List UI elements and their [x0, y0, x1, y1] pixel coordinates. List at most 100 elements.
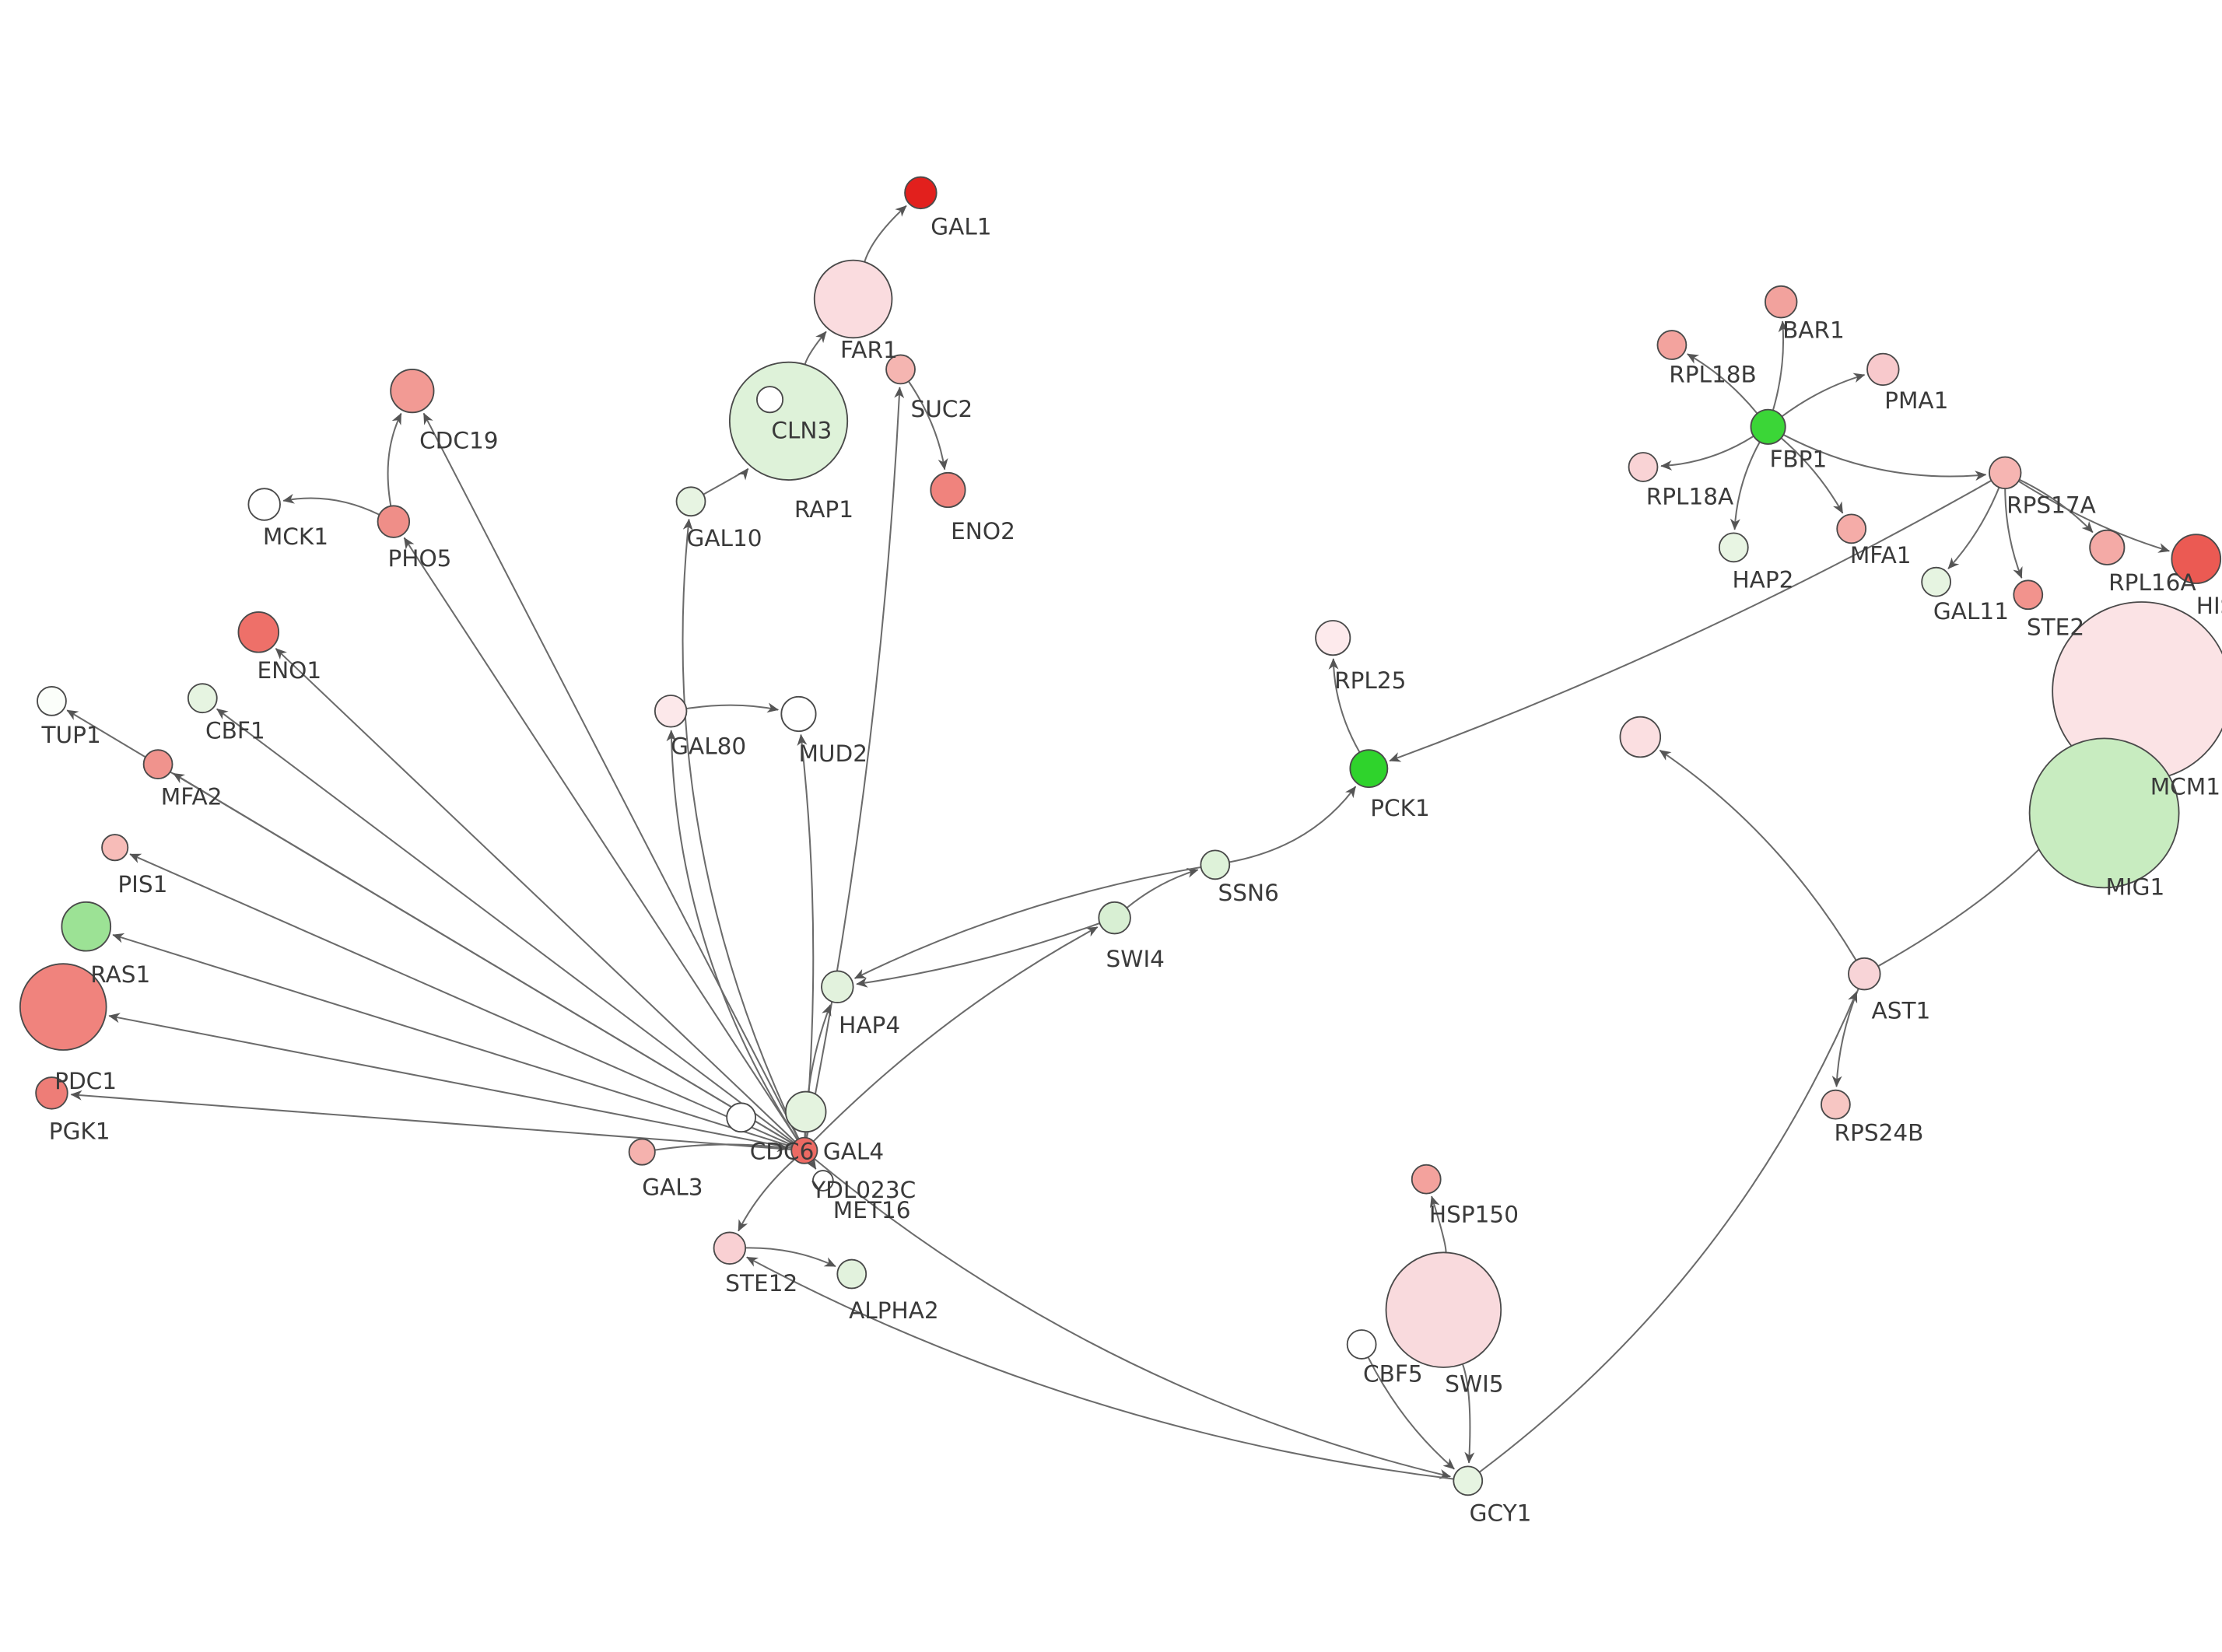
edge-fbp1-rpl18a[interactable] [1660, 435, 1754, 471]
node-pma1[interactable] [1866, 352, 1900, 387]
edge-gal4-gcy1[interactable] [813, 1157, 1452, 1479]
edge-rps17a-rpl16a[interactable] [2019, 478, 2094, 534]
edge-gal4-ste12[interactable] [738, 1158, 796, 1232]
node-mfa1[interactable] [1836, 513, 1867, 544]
edge-swi5-hsp150[interactable] [1429, 1195, 1447, 1253]
edge-gal4-pdc1[interactable] [108, 1013, 792, 1150]
node-alpha2[interactable] [836, 1258, 867, 1290]
node-ste12[interactable] [713, 1231, 747, 1265]
node-met16[interactable] [812, 1170, 834, 1192]
edge-rps17a-gal11[interactable] [1947, 487, 2000, 569]
edge-ssn6-hap4[interactable] [853, 866, 1201, 979]
edge-gal80-mud2[interactable] [686, 702, 780, 713]
node-gal4[interactable] [790, 1136, 818, 1164]
edge-fbp1-rps17a[interactable] [1782, 434, 1987, 481]
node-rap1[interactable] [756, 386, 784, 414]
edge-rps17a-his4[interactable] [2017, 480, 2171, 553]
node-his4[interactable] [2171, 534, 2222, 584]
node-ast1[interactable] [1848, 957, 1881, 991]
edge-gal4-suc2[interactable] [805, 387, 905, 1139]
node-gal11[interactable] [1921, 566, 1951, 597]
edge-rps17a-pck1[interactable] [1389, 479, 1992, 762]
node-rpl18b[interactable] [1656, 330, 1688, 360]
edge-gal4-pgk1[interactable] [70, 1090, 792, 1150]
edge-gcy1-ste12[interactable] [746, 1256, 1454, 1480]
node-gal10[interactable] [675, 486, 706, 517]
edge-far1-gal1[interactable] [864, 205, 907, 263]
node-gal3[interactable] [628, 1138, 656, 1166]
edge-fbp1-pma1[interactable] [1781, 373, 1866, 418]
edge-fbp1-mfa1[interactable] [1780, 437, 1844, 514]
node-gal1[interactable] [904, 176, 938, 210]
node-pgk1[interactable] [35, 1076, 68, 1110]
node-bar1[interactable] [1765, 285, 1798, 319]
edge-ste12-alpha2[interactable] [745, 1247, 836, 1268]
node-fbp1[interactable] [1750, 408, 1786, 445]
node-rps24b[interactable] [1821, 1089, 1851, 1120]
node-hsp150[interactable] [1411, 1164, 1442, 1195]
edge-gal4-gal10[interactable] [682, 518, 800, 1139]
node-pho5[interactable] [377, 505, 411, 538]
node-rpl25[interactable] [1315, 620, 1351, 656]
node-gal80[interactable] [654, 695, 688, 728]
node-swi5[interactable] [1385, 1251, 1502, 1368]
node-rps17a[interactable] [1989, 456, 2022, 490]
node-tup1[interactable] [37, 686, 67, 716]
edge-gal4-eno1[interactable] [275, 648, 796, 1143]
node-pis1[interactable] [101, 834, 129, 862]
node-cbf1[interactable] [187, 683, 218, 714]
edge-rps17a-ste2[interactable] [2004, 488, 2023, 579]
edge-cbf5-gcy1[interactable] [1367, 1356, 1455, 1470]
edge-gal4-gal80[interactable] [666, 730, 798, 1140]
node-ste2[interactable] [2013, 579, 2044, 611]
edge-gcy1-ast1[interactable] [1478, 991, 1858, 1473]
node-mfa2[interactable] [142, 749, 173, 779]
node-rpl16a[interactable] [2089, 529, 2126, 565]
edge-gal4-cdc19[interactable] [422, 412, 800, 1139]
edge-gal10-cln3[interactable] [703, 467, 749, 495]
node-pdc1[interactable] [19, 963, 107, 1051]
node-pck1[interactable] [1349, 749, 1389, 789]
node-hap4[interactable] [821, 970, 854, 1004]
node-cbf5[interactable] [1346, 1329, 1377, 1360]
node-rpl18a[interactable] [1628, 452, 1659, 482]
edge-fbp1-hap2[interactable] [1730, 441, 1761, 530]
edge-ast1-unk1[interactable] [1659, 749, 1857, 961]
edge-gal4-pis1[interactable] [129, 853, 794, 1146]
edge-fbp1-rpl18b[interactable] [1687, 353, 1758, 415]
edge-swi5-gcy1[interactable] [1461, 1363, 1475, 1464]
node-cdc6[interactable] [726, 1102, 756, 1133]
edge-swi4-hap4[interactable] [856, 922, 1100, 988]
node-suc2[interactable] [885, 354, 916, 385]
node-eno2[interactable] [930, 471, 966, 509]
node-cdc19[interactable] [390, 369, 435, 414]
edge-fbp1-bar1[interactable] [1772, 320, 1789, 411]
node-mud2[interactable] [780, 695, 817, 733]
node-gcy1[interactable] [1453, 1465, 1484, 1496]
node-ydl023c[interactable] [784, 1090, 827, 1133]
edge-gal4-met16[interactable] [805, 1157, 817, 1170]
node-far1[interactable] [813, 259, 893, 339]
node-mck1[interactable] [247, 488, 281, 521]
node-ras1[interactable] [61, 901, 112, 952]
edge-gal4-ras1[interactable] [112, 933, 793, 1148]
edge-ssn6-pck1[interactable] [1228, 786, 1357, 863]
edge-gal4-swi4[interactable] [812, 926, 1099, 1143]
edge-swi4-ssn6[interactable] [1126, 867, 1199, 909]
edge-gal4-cbf1[interactable] [216, 708, 795, 1144]
node-swi4[interactable] [1098, 901, 1131, 935]
node-unk1[interactable] [1619, 716, 1662, 758]
edge-gal3-gal4[interactable] [654, 1142, 789, 1153]
edge-gal4-mfa2[interactable] [173, 772, 794, 1145]
edge-gal4-pho5[interactable] [403, 537, 798, 1140]
node-eno1[interactable] [237, 611, 280, 653]
edge-pho5-cdc19[interactable] [387, 412, 402, 506]
edge-ast1-rps24b[interactable] [1831, 988, 1859, 1087]
node-mig1[interactable] [2028, 737, 2180, 889]
edge-pho5-mck1[interactable] [282, 493, 380, 516]
node-ssn6[interactable] [1200, 849, 1231, 880]
edge-suc2-eno2[interactable] [908, 380, 948, 471]
node-hap2[interactable] [1718, 532, 1749, 563]
edge-pck1-rpl25[interactable] [1328, 658, 1361, 753]
